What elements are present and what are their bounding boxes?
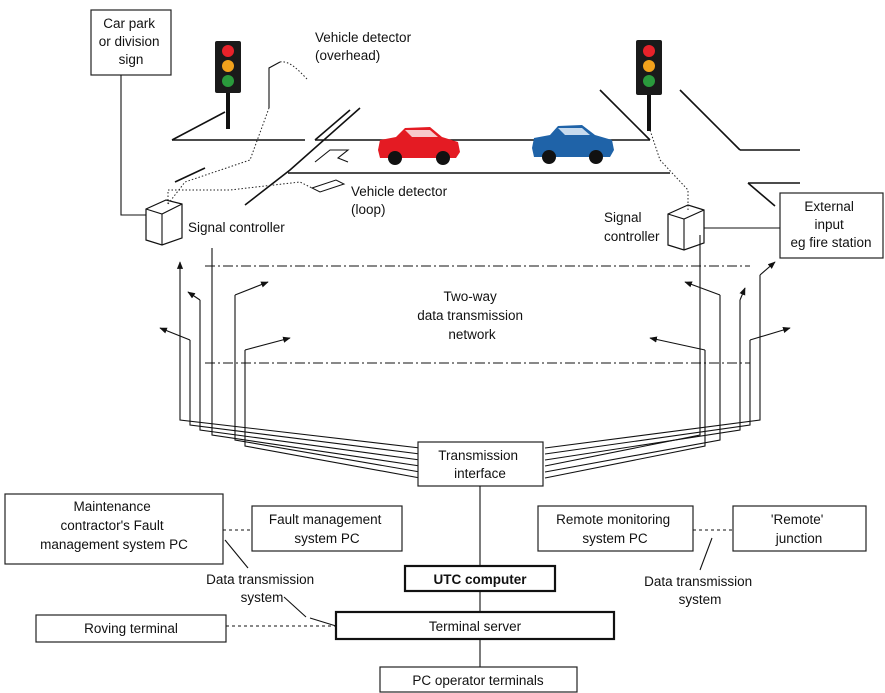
data-transmission-left-label: Data transmission system xyxy=(206,572,318,605)
external-input-label: External input eg fire station xyxy=(790,199,871,250)
remote-monitoring-pc-box xyxy=(537,505,694,552)
data-transmission-right-label: Data transmission system xyxy=(644,574,756,607)
maintenance-pc-label: Maintenance contractor's Fault managemen… xyxy=(40,499,188,552)
vehicle-detector-overhead-label: Vehicle detector (overhead) xyxy=(315,30,415,63)
overhead-detector-icon xyxy=(268,61,309,108)
signal-controller-left-label: Signal controller xyxy=(188,220,285,235)
external-input-box xyxy=(779,192,884,259)
detector-cable xyxy=(167,181,313,204)
fault-management-pc-box xyxy=(251,505,403,552)
signal-controller-cabinet-icon xyxy=(667,204,705,251)
red-car-icon xyxy=(378,127,460,165)
network-links-left xyxy=(159,248,421,479)
remote-junction-label: 'Remote' junction xyxy=(771,512,827,546)
car-park-sign-label: Car park or division sign xyxy=(99,16,164,67)
road-scene xyxy=(171,89,800,207)
vehicle-detector-loop-label: Vehicle detector (loop) xyxy=(351,184,451,217)
loop-detector-icon xyxy=(310,149,350,193)
signal-controller-right-label: Signal controller xyxy=(604,210,660,244)
pc-operator-terminals-box xyxy=(379,666,578,693)
roving-terminal-label: Roving terminal xyxy=(84,621,178,636)
terminal-server-label: Terminal server xyxy=(429,619,522,634)
fault-management-pc-label: Fault management system PC xyxy=(269,512,385,546)
remote-monitoring-pc-label: Remote monitoring system PC xyxy=(556,512,674,546)
utc-computer-label: UTC computer xyxy=(433,572,527,587)
blue-car-icon xyxy=(532,125,614,164)
maintenance-pc-box xyxy=(4,493,224,565)
traffic-light-icon xyxy=(215,41,241,129)
network-label: Two-way data transmission network xyxy=(417,289,527,342)
remote-junction-box xyxy=(732,505,867,552)
signal-controller-cabinet-icon xyxy=(145,199,183,246)
transmission-interface-label: Transmission interface xyxy=(438,448,522,481)
pc-operator-terminals-label: PC operator terminals xyxy=(412,673,544,688)
car-park-sign-box xyxy=(90,9,172,76)
detector-cable xyxy=(649,129,689,210)
roving-terminal-box xyxy=(35,614,227,643)
network-links-right xyxy=(544,235,791,479)
traffic-light-icon xyxy=(636,40,662,131)
transmission-interface-box xyxy=(417,441,544,487)
